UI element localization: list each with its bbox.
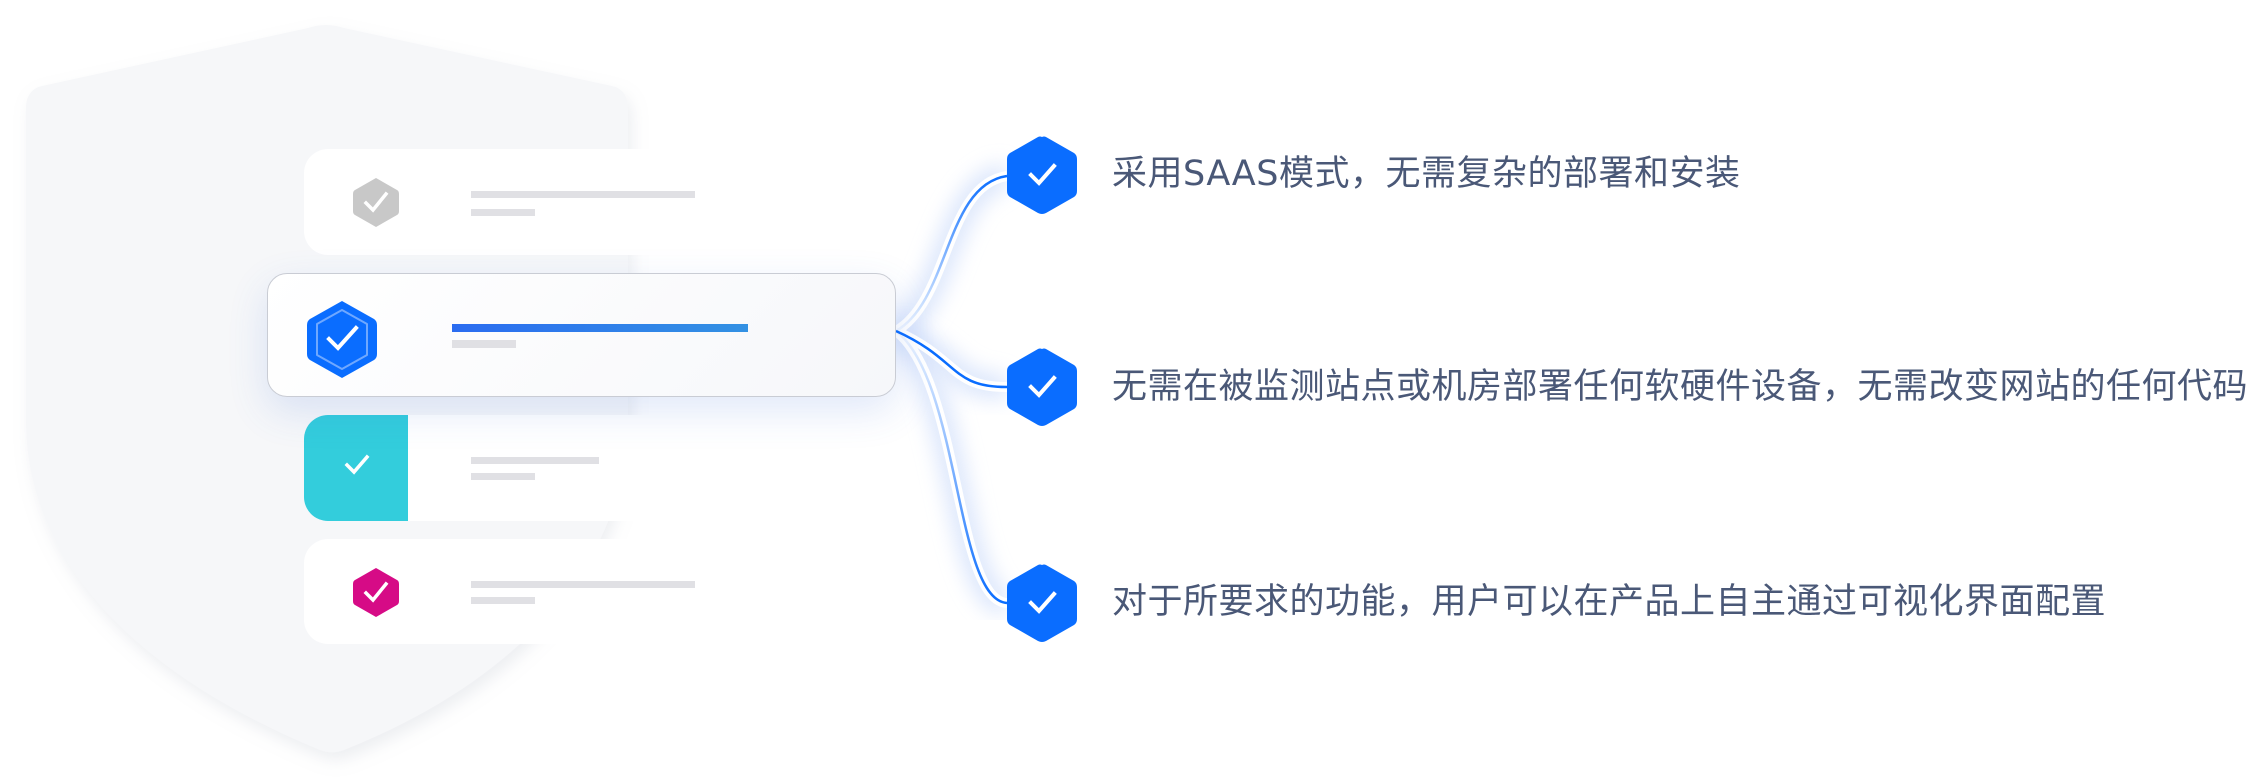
- check-hexagon-icon: [1007, 136, 1077, 214]
- progress-bar: [452, 324, 748, 332]
- placeholder-line: [471, 581, 695, 588]
- feature-text-3: 对于所要求的功能，用户可以在产品上自主通过可视化界面配置: [1112, 582, 2107, 622]
- connector-line-3: [895, 330, 1008, 605]
- placeholder-line: [471, 457, 599, 464]
- check-icon: [344, 454, 370, 475]
- list-card-3: [304, 415, 852, 521]
- check-hexagon-icon: [1007, 348, 1077, 426]
- connector-lines: [887, 163, 1011, 616]
- list-card-1: [304, 149, 852, 255]
- list-card-4: [304, 539, 852, 644]
- check-hexagon-icon: [1007, 564, 1077, 642]
- check-shield-hexagon-blue-icon: [307, 301, 377, 378]
- placeholder-line: [471, 191, 695, 198]
- placeholder-line: [471, 473, 535, 480]
- teal-status-block: [304, 415, 408, 521]
- feature-text-2: 无需在被监测站点或机房部署任何软硬件设备，无需改变网站的任何代码: [1112, 367, 2249, 407]
- connector-line-1: [895, 174, 1008, 333]
- placeholder-line: [471, 597, 535, 604]
- list-card-2-active: [267, 273, 896, 397]
- check-hexagon-magenta-icon: [353, 568, 399, 617]
- feature-text-1: 采用SAAS模式，无需复杂的部署和安装: [1112, 154, 1741, 194]
- connector-line-2: [895, 329, 1008, 389]
- placeholder-line: [471, 209, 535, 216]
- placeholder-line: [452, 340, 516, 348]
- check-hexagon-grey-icon: [353, 178, 399, 227]
